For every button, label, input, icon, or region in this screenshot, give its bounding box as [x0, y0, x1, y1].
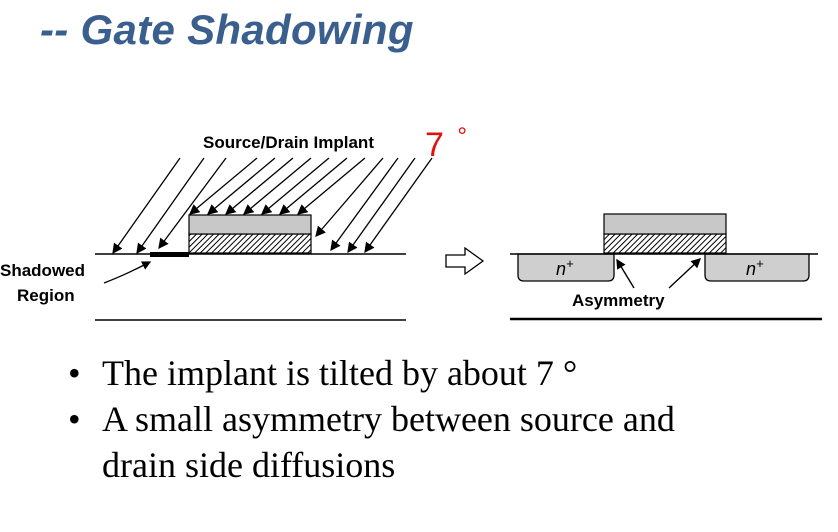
tilt-angle-unit: °	[457, 123, 467, 150]
asymmetry-arrow-right	[668, 258, 702, 289]
implant-arrow	[158, 157, 227, 250]
tilt-angle-value: 7	[425, 126, 444, 164]
shadowed-label-line1: Shadowed	[0, 261, 85, 280]
implant-arrow	[364, 157, 433, 254]
bullet-2-text-line1: A small asymmetry between source and	[102, 399, 675, 439]
n-plus-label-left: n+	[556, 256, 574, 279]
implant-arrow	[112, 157, 181, 255]
gate-poly-right	[603, 213, 727, 235]
bullet-item-2: A small asymmetry between source and dra…	[62, 396, 675, 488]
asymmetry-label: Asymmetry	[572, 291, 665, 310]
asymmetry-arrow-left	[616, 258, 635, 289]
implant-arrow	[189, 157, 258, 215]
gate-shadowing-diagram: Source/Drain Implant 7 ° Shadowed Region…	[0, 123, 822, 321]
bullet-list: The implant is tilted by about 7 ° A sma…	[62, 350, 675, 488]
n-plus-diffusion-right	[704, 253, 810, 282]
n-plus-label-right: n+	[746, 256, 764, 279]
tilt-angle-label: 7 °	[425, 123, 467, 164]
implant-arrow	[136, 157, 205, 255]
implant-arrow	[261, 157, 330, 215]
implant-arrows	[112, 157, 433, 255]
gate-oxide-hatched-left	[188, 233, 312, 254]
shadowed-pointer-arrow	[103, 261, 152, 284]
implant-arrow	[297, 157, 366, 215]
gate-oxide-hatched-right	[603, 233, 727, 254]
implant-arrow	[330, 157, 399, 252]
gate-poly-left	[188, 214, 312, 235]
implant-label: Source/Drain Implant	[203, 133, 374, 152]
slide-title: -- Gate Shadowing	[40, 6, 414, 53]
shadowed-label-line2: Region	[17, 286, 75, 305]
implant-arrow	[279, 157, 348, 215]
bullet-1-text: The implant is tilted by about 7 °	[102, 353, 578, 393]
n-plus-diffusion-left	[517, 253, 615, 282]
bullet-2-text-line2: drain side diffusions	[102, 445, 396, 485]
bullet-item-1: The implant is tilted by about 7 °	[62, 350, 675, 396]
implant-arrow	[315, 157, 384, 237]
implant-arrow	[225, 157, 294, 215]
transition-arrow	[445, 246, 485, 276]
implant-arrow	[207, 157, 276, 215]
implant-arrow	[243, 157, 312, 215]
implant-arrow	[347, 157, 416, 254]
shadowed-region-bar	[150, 252, 189, 257]
